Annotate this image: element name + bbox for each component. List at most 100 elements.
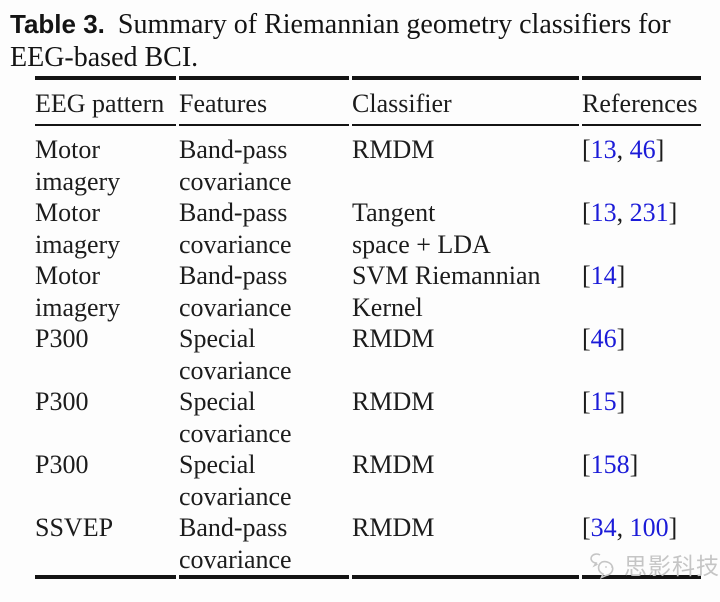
citation-link[interactable]: 231 xyxy=(629,198,669,227)
reference-citation: [34, 100] xyxy=(582,512,701,544)
table-header-row: EEG pattern Features Classifier Referenc… xyxy=(35,80,701,124)
watermark: 思影科技 xyxy=(589,552,720,580)
features-line: covariance xyxy=(179,292,292,322)
classifier-line: RMDM xyxy=(352,387,435,416)
watermark-text: 思影科技 xyxy=(624,553,720,579)
summary-table: EEG pattern Features Classifier Referenc… xyxy=(35,76,701,579)
column-header-references: References xyxy=(582,89,698,118)
features-line: Special xyxy=(179,324,256,353)
reference-citation: [15] xyxy=(582,386,701,418)
citation-link[interactable]: 100 xyxy=(629,513,669,542)
citation-link[interactable]: 15 xyxy=(590,387,617,416)
citation-open-bracket: [ xyxy=(582,513,591,542)
classifier-line xyxy=(352,418,582,450)
classifier-line xyxy=(352,355,582,387)
citation-close-bracket: ] xyxy=(616,324,626,353)
eeg-pattern-cell: P300 xyxy=(35,386,179,449)
classifier-line xyxy=(352,544,582,576)
pattern-line: Motor xyxy=(35,198,100,227)
citation-link[interactable]: 13 xyxy=(590,135,617,164)
reference-citation: [158] xyxy=(582,449,701,481)
citation-separator: , xyxy=(616,198,630,227)
citation-link[interactable]: 46 xyxy=(629,135,656,164)
features-line: Band-pass xyxy=(179,261,288,290)
classifier-line: Tangent xyxy=(352,198,436,227)
features-line: covariance xyxy=(179,166,292,196)
features-line: Band-pass xyxy=(179,198,288,227)
references-cell: [15] xyxy=(582,386,701,449)
classifier-cell: RMDM xyxy=(352,323,582,386)
column-header-eeg-pattern: EEG pattern xyxy=(35,89,165,118)
caption-label: Table 3. xyxy=(10,9,105,39)
citation-link[interactable]: 46 xyxy=(590,324,617,353)
classifier-cell: RMDM xyxy=(352,134,582,197)
features-line: Special xyxy=(179,387,256,416)
citation-close-bracket: ] xyxy=(668,198,678,227)
citation-separator: , xyxy=(616,513,630,542)
pattern-line xyxy=(35,418,179,450)
chat-bubbles-icon xyxy=(589,552,621,580)
classifier-line xyxy=(352,481,582,513)
table-caption: Table 3. Summary of Riemannian geometry c… xyxy=(10,8,710,74)
citation-separator: , xyxy=(616,135,630,164)
classifier-line: RMDM xyxy=(352,324,435,353)
column-header-classifier: Classifier xyxy=(352,89,452,118)
pattern-line: Motor xyxy=(35,261,100,290)
pattern-line: P300 xyxy=(35,450,89,479)
classifier-cell: RMDM xyxy=(352,512,582,575)
eeg-pattern-cell: P300 xyxy=(35,323,179,386)
citation-open-bracket: [ xyxy=(582,198,591,227)
reference-citation: [46] xyxy=(582,323,701,355)
citation-open-bracket: [ xyxy=(582,387,591,416)
citation-link[interactable]: 34 xyxy=(590,513,617,542)
features-line: covariance xyxy=(179,418,292,448)
references-cell: [14] xyxy=(582,260,701,323)
classifier-line: RMDM xyxy=(352,513,435,542)
citation-link[interactable]: 13 xyxy=(590,198,617,227)
column-header-features: Features xyxy=(179,89,268,118)
citation-link[interactable]: 14 xyxy=(590,261,617,290)
features-line: Band-pass xyxy=(179,135,288,164)
citation-open-bracket: [ xyxy=(582,261,591,290)
pattern-line: P300 xyxy=(35,387,89,416)
classifier-cell: RMDM xyxy=(352,386,582,449)
classifier-line xyxy=(352,166,582,198)
reference-citation: [13, 46] xyxy=(582,134,701,166)
classifier-line: RMDM xyxy=(352,450,435,479)
references-cell: [158] xyxy=(582,449,701,512)
pattern-line: imagery xyxy=(35,166,121,196)
references-cell: [34, 100] xyxy=(582,512,701,575)
citation-close-bracket: ] xyxy=(616,387,626,416)
reference-citation: [13, 231] xyxy=(582,197,701,229)
top-rule xyxy=(35,76,701,80)
pattern-line xyxy=(35,481,179,513)
features-line: covariance xyxy=(179,355,292,385)
classifier-line: space + LDA xyxy=(352,229,491,259)
features-line: covariance xyxy=(179,544,292,574)
eeg-pattern-cell: P300 xyxy=(35,449,179,512)
caption-text: Summary of Riemannian geometry classifie… xyxy=(117,9,671,40)
citation-close-bracket: ] xyxy=(629,450,639,479)
pattern-line: Motor xyxy=(35,135,100,164)
caption-line-1: Table 3. Summary of Riemannian geometry c… xyxy=(10,8,710,41)
citation-open-bracket: [ xyxy=(582,135,591,164)
references-cell: [13, 231] xyxy=(582,197,701,260)
classifier-line: RMDM xyxy=(352,135,435,164)
features-line: Band-pass xyxy=(179,513,288,542)
bottom-rule xyxy=(35,575,701,579)
citation-link[interactable]: 158 xyxy=(590,450,630,479)
